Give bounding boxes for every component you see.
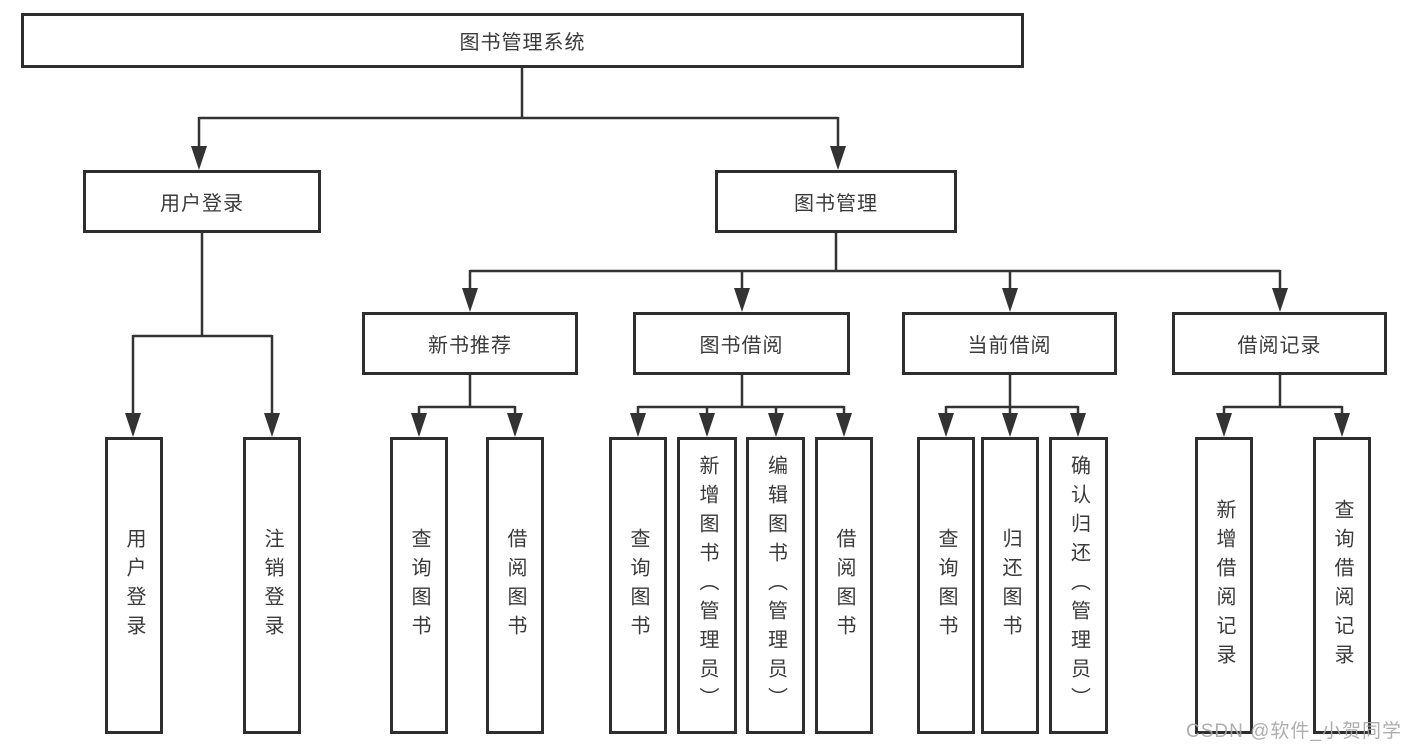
leaf-logout: 注销登录 [243, 437, 301, 734]
node-new-book-recommendation: 新书推荐 [362, 312, 578, 375]
node-book-borrowing: 图书借阅 [633, 312, 850, 375]
leaf-add-books-admin-label: 新增图书（管理员） [696, 455, 718, 716]
leaf-borrow-books-2: 借阅图书 [815, 437, 873, 734]
leaf-borrow-books-1-label: 借阅图书 [504, 527, 526, 644]
node-library-system: 图书管理系统 [21, 13, 1024, 68]
csdn-watermark: CSDN @软件_小贺同学 [1186, 721, 1402, 742]
leaf-logout-label: 注销登录 [261, 527, 283, 644]
leaf-confirm-return-admin-label: 确认归还（管理员） [1067, 455, 1090, 716]
node-book-management-label: 图书管理 [794, 193, 878, 215]
leaf-user-login-label: 用户登录 [123, 527, 145, 644]
leaf-return-books: 归还图书 [981, 437, 1039, 734]
leaf-edit-books-admin: 编辑图书（管理员） [746, 437, 805, 734]
node-book-management: 图书管理 [715, 170, 957, 233]
leaf-add-books-admin: 新增图书（管理员） [677, 437, 737, 734]
leaf-query-books-2: 查询图书 [609, 437, 667, 734]
leaf-query-borrow-record: 查询借阅记录 [1313, 437, 1371, 734]
arrowheads [125, 146, 1350, 437]
leaf-return-books-label: 归还图书 [999, 527, 1021, 644]
leaf-query-books-3-label: 查询图书 [935, 527, 957, 644]
leaf-query-books-1-label: 查询图书 [408, 527, 430, 644]
leaf-add-borrow-record: 新增借阅记录 [1195, 437, 1253, 734]
node-current-borrowing-label: 当前借阅 [967, 335, 1052, 357]
leaf-query-books-2-label: 查询图书 [627, 527, 649, 644]
node-library-system-label: 图书管理系统 [459, 32, 586, 54]
leaf-borrow-books-2-label: 借阅图书 [833, 527, 855, 644]
node-user-login: 用户登录 [83, 170, 321, 233]
leaf-query-books-3: 查询图书 [917, 437, 975, 734]
leaf-confirm-return-admin: 确认归还（管理员） [1049, 437, 1108, 734]
leaf-add-borrow-record-label: 新增借阅记录 [1213, 498, 1235, 673]
leaf-edit-books-admin-label: 编辑图书（管理员） [764, 455, 787, 716]
node-current-borrowing: 当前借阅 [902, 312, 1117, 375]
node-user-login-label: 用户登录 [160, 193, 244, 215]
node-borrowing-records-label: 借阅记录 [1237, 335, 1322, 357]
node-borrowing-records: 借阅记录 [1172, 312, 1387, 375]
node-new-book-recommendation-label: 新书推荐 [428, 335, 512, 357]
leaf-borrow-books-1: 借阅图书 [486, 437, 544, 734]
node-book-borrowing-label: 图书借阅 [699, 335, 784, 357]
leaf-query-books-1: 查询图书 [390, 437, 448, 734]
leaf-query-borrow-record-label: 查询借阅记录 [1331, 498, 1353, 673]
leaf-user-login: 用户登录 [105, 437, 163, 734]
